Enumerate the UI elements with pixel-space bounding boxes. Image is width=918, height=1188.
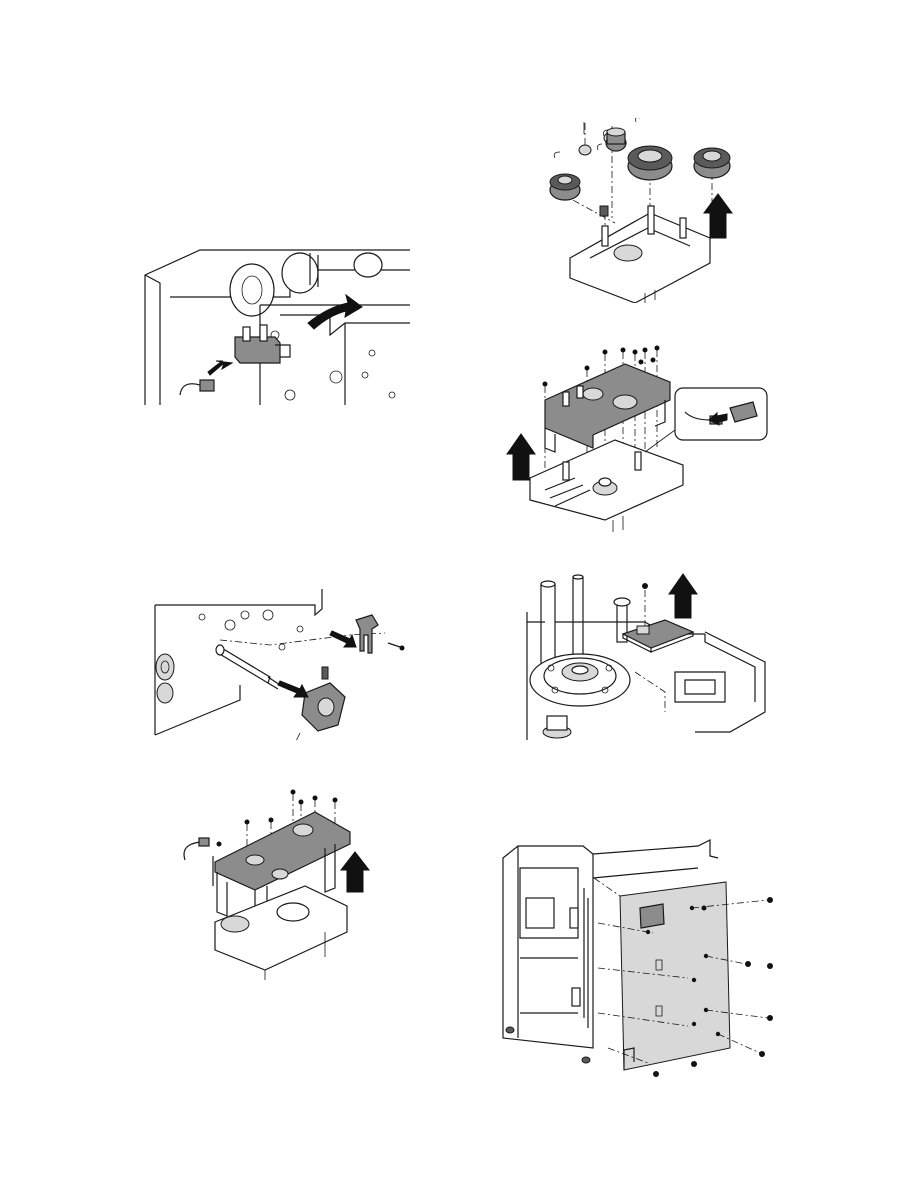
fig-bracket-unit <box>175 782 380 980</box>
fig-side-cover <box>498 838 783 1083</box>
fig-plate-connector <box>505 340 770 532</box>
shaft-cam-removal-diagram <box>150 585 422 740</box>
bracket-unit-lift-diagram <box>175 782 380 980</box>
gear-train-exploded-diagram <box>540 118 745 303</box>
fig-sensor-removal <box>140 245 412 410</box>
pcb-lift-diagram <box>525 572 775 742</box>
fig-shaft-cam <box>150 585 422 740</box>
side-cover-screws-diagram <box>498 838 783 1083</box>
fig-pcb-lift <box>525 572 775 742</box>
interlock-switch-removal-diagram <box>140 245 412 410</box>
plate-connector-exploded-diagram <box>505 340 770 532</box>
fig-gear-train <box>540 118 745 303</box>
